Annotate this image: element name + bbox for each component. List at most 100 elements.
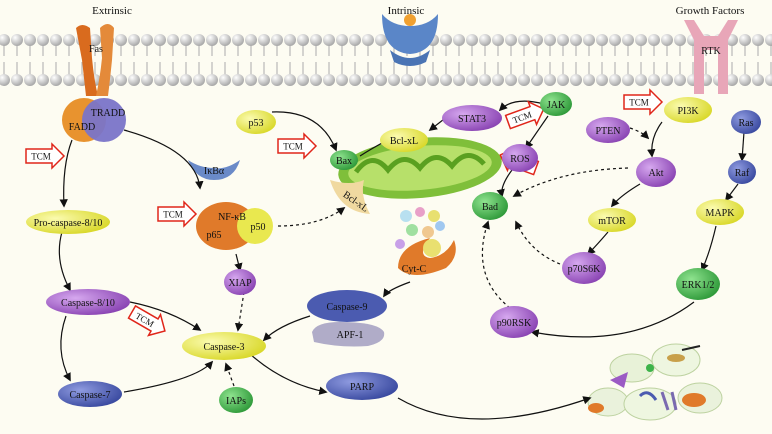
- intrinsic-receptor-icon: [382, 14, 438, 66]
- node-bax: Bax: [330, 150, 358, 170]
- p50-label: p50: [251, 222, 266, 233]
- tcm-label: TCM: [283, 142, 303, 152]
- node-label-pro-caspase: Pro-caspase-8/10: [34, 218, 103, 229]
- intrinsic-label: Intrinsic: [388, 5, 425, 17]
- arrow-caspase8-caspase7: [60, 315, 71, 382]
- node-iaps: IAPs: [219, 387, 253, 413]
- node-raf: Raf: [728, 160, 756, 184]
- ikba-shape: [188, 160, 240, 180]
- node-p53: p53: [236, 110, 276, 134]
- node-caspase-7: Caspase-7: [58, 381, 122, 407]
- tcm-arrow-pi3k: TCM: [623, 88, 664, 116]
- node-label-raf: Raf: [735, 168, 750, 179]
- cytc-shape: [398, 238, 456, 275]
- node-pten: PTEN: [586, 117, 630, 143]
- arrow-erk-p90rsk: [530, 301, 695, 338]
- arrow-pi3k-akt: [647, 121, 663, 158]
- tcm-arrow-ros: TCM: [504, 100, 545, 130]
- node-label-parp: PARP: [350, 382, 375, 393]
- tcm-label: TCM: [629, 98, 649, 108]
- node-label-p70s6k: p70S6K: [568, 264, 602, 275]
- tcm-label: TCM: [163, 210, 183, 220]
- node-pi3k: PI3K: [664, 97, 712, 123]
- apf1-shape: [312, 322, 385, 347]
- arrow-p70s6k-bad: [515, 220, 561, 265]
- rtk-receptor-icon: [684, 20, 738, 94]
- extrinsic-label: Extrinsic: [92, 5, 132, 17]
- arrow-caspase3-parp: [249, 353, 328, 395]
- arrow-cytc-caspase9: [383, 281, 411, 298]
- cell-membrane: [0, 34, 772, 86]
- node-p90rsk: p90RSK: [490, 306, 538, 338]
- node-mapk: MAPK: [696, 199, 744, 225]
- arrow-iaps-caspase3: [224, 362, 235, 387]
- node-ros: ROS: [502, 144, 538, 172]
- node-caspase-8-10: Caspase-8/10: [46, 289, 130, 315]
- tcm-arrow-nfkb: TCM: [157, 200, 198, 228]
- arrow-mtor-p70s6k: [586, 231, 609, 256]
- ikba-label: IκBα: [204, 166, 225, 177]
- node-label-stat3: STAT3: [458, 114, 486, 125]
- node-label-caspase-8-10: Caspase-8/10: [61, 298, 115, 309]
- node-label-iaps: IAPs: [226, 396, 246, 407]
- apf1-label: APF-1: [337, 330, 364, 341]
- cytochrome-beads-icon: [395, 207, 445, 249]
- node-p70s6k: p70S6K: [562, 252, 606, 284]
- fadd-label: FADD: [69, 122, 95, 133]
- node-erk: ERK1/2: [676, 268, 720, 300]
- node-label-bax: Bax: [336, 156, 352, 167]
- arrow-mapk-erk: [700, 225, 717, 272]
- node-label-jak: JAK: [547, 100, 566, 111]
- node-label-ros: ROS: [510, 154, 529, 165]
- node-label-caspase-3: Caspase-3: [203, 342, 244, 353]
- arrow-nfkb-bclxl: [277, 206, 346, 227]
- arrow-fadd-procaspase: [59, 139, 73, 208]
- nfkb-p50-node: [237, 208, 273, 244]
- tcm-label: TCM: [31, 152, 51, 162]
- arrow-caspase9-caspase3: [262, 315, 311, 342]
- arrow-ras-raf: [738, 131, 747, 162]
- rtk-label: RTK: [701, 46, 721, 57]
- node-jak: JAK: [540, 92, 572, 116]
- arrow-jak-stat3: [498, 100, 545, 112]
- apoptotic-bodies-icon: [587, 343, 723, 421]
- tcm-arrow-fadd: TCM: [25, 142, 66, 170]
- tradd-node: [82, 98, 126, 142]
- node-stat3: STAT3: [442, 105, 502, 131]
- node-label-erk: ERK1/2: [682, 280, 715, 291]
- mitochondrion-icon: [338, 137, 502, 199]
- arrow-procaspase-caspase8: [58, 231, 71, 292]
- node-label-bad: Bad: [482, 202, 498, 213]
- arrow-akt-bad: [512, 167, 629, 197]
- arrow-caspase7-caspase3: [123, 360, 214, 393]
- node-caspase-3: Caspase-3: [182, 332, 266, 360]
- node-bclxl-top: Bcl-xL: [380, 128, 428, 152]
- arrow-tradd-ikba: [123, 129, 204, 190]
- cytc-core: [423, 239, 441, 257]
- node-label-caspase-7: Caspase-7: [69, 390, 110, 401]
- tcm-arrow-caspase3: TCM: [127, 304, 166, 337]
- node-label-bclxl-top: Bcl-xL: [390, 136, 418, 147]
- caspase9-node: [307, 290, 387, 322]
- nfkb-p65-node: [196, 202, 256, 250]
- caspase9-label: Caspase-9: [326, 302, 367, 313]
- node-ras: Ras: [731, 110, 761, 134]
- bclxl-membrane-shape: [330, 180, 370, 214]
- arrow-ros-bad: [496, 169, 513, 198]
- node-label-pi3k: PI3K: [677, 106, 699, 117]
- arrow-caspase8-caspase3: [129, 301, 202, 331]
- node-label-p90rsk: p90RSK: [497, 318, 532, 329]
- node-label-akt: Akt: [649, 168, 664, 179]
- arrow-pten-pi3k: [629, 127, 650, 140]
- arrow-raf-mapk: [724, 183, 739, 202]
- arrow-parp-apoptosis: [397, 396, 592, 420]
- node-label-ras: Ras: [739, 118, 754, 129]
- nfkb-label: NF-κB: [218, 212, 246, 223]
- arrow-nfkb-xiap: [234, 253, 243, 272]
- growth-factors-label: Growth Factors: [676, 5, 745, 17]
- cytc-label: Cyt-C: [402, 264, 427, 275]
- arrow-p53-bax: [271, 111, 338, 152]
- node-label-pten: PTEN: [596, 126, 621, 137]
